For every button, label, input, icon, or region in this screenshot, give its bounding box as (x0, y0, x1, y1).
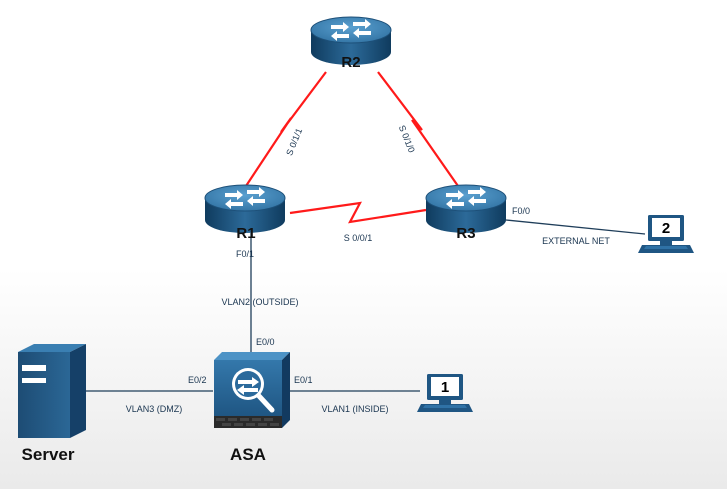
server-label: Server (22, 445, 75, 464)
router-r2-label: R2 (341, 54, 360, 71)
server-icon[interactable] (18, 344, 86, 438)
asa-e00-label: E0/0 (256, 337, 275, 347)
pc1-label: 1 (441, 379, 449, 396)
external-net-label: EXTERNAL NET (542, 236, 610, 246)
link-r3-pc2 (505, 219, 646, 235)
asa-firewall-icon[interactable] (214, 352, 290, 428)
vlan3-label: VLAN3 (DMZ) (126, 404, 183, 414)
serial-link-r2-r3 (377, 71, 459, 187)
serial-link-r2-r1 (245, 71, 327, 187)
serial-label-s011: S 0/1/1 (284, 127, 304, 157)
asa-e01-label: E0/1 (294, 375, 313, 385)
asa-label: ASA (230, 445, 266, 464)
router-r3-label: R3 (456, 225, 475, 242)
vlan1-label: VLAN1 (INSIDE) (321, 404, 388, 414)
pc2-label: 2 (662, 220, 670, 237)
r1-port-label: F0/1 (236, 249, 254, 259)
serial-label-s010: S 0/1/0 (397, 124, 417, 154)
asa-e02-label: E0/2 (188, 375, 207, 385)
serial-label-s001: S 0/0/1 (344, 233, 373, 243)
r3-port-label: F0/0 (512, 206, 530, 216)
serial-link-r1-r3 (289, 201, 427, 224)
router-r1-label: R1 (236, 225, 255, 242)
vlan2-label: VLAN2 (OUTSIDE) (221, 297, 298, 307)
